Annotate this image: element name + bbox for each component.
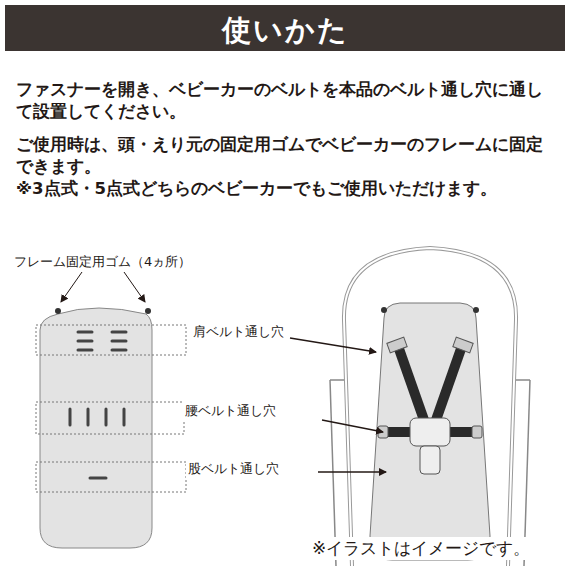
instruction-text: ご使用時は、頭・えり元の固定用ゴムでベビーカーのフレームに固定できます。 xyxy=(16,134,556,178)
part-label: 肩ベルト通し穴 xyxy=(191,323,286,341)
note-text: ※3点式・5点式どちらのベビーカーでもご使用いただけます。 xyxy=(16,178,556,200)
part-label: 腰ベルト通し穴 xyxy=(183,402,278,420)
part-label: 股ベルト通し穴 xyxy=(186,460,281,478)
image-note: ※イラストはイメージです。 xyxy=(312,537,530,560)
part-label: フレーム固定用ゴム（4ヵ所） xyxy=(12,253,193,271)
instruction-text: ファスナーを開き、ベビーカーのベルトを本品のベルト通し穴に通して設置してください… xyxy=(16,79,556,123)
page-title: 使いかた xyxy=(0,11,570,51)
